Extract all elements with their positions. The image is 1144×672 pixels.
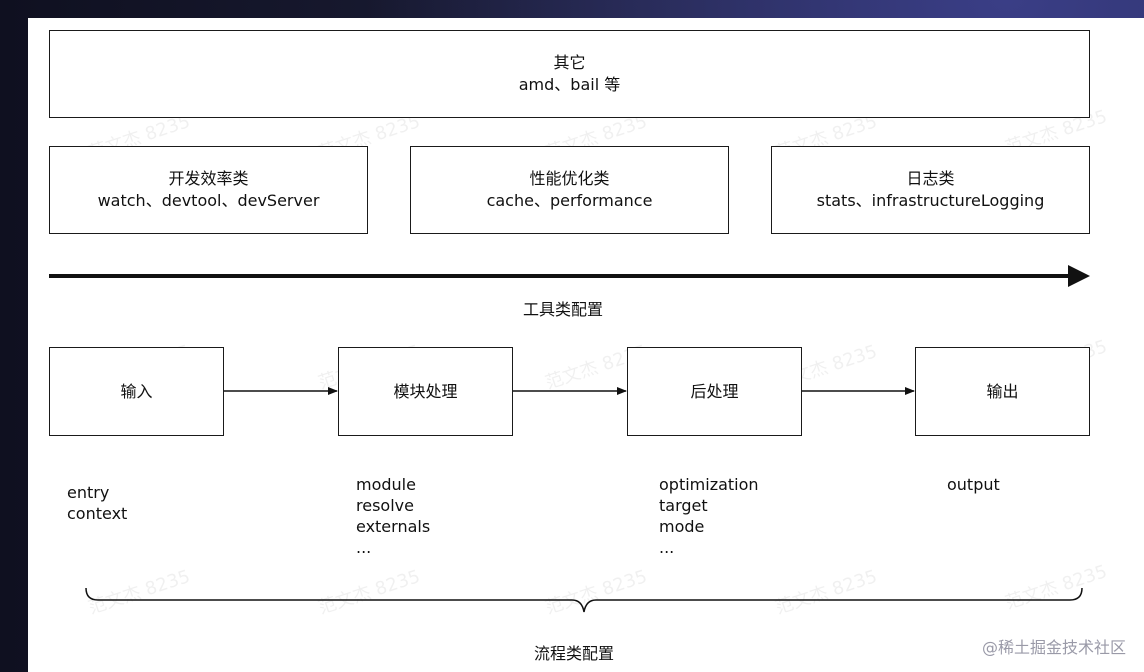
tool-timeline-arrow [49,265,1090,287]
list-item: ... [659,538,675,557]
box-subtitle: stats、infrastructureLogging [816,191,1045,210]
list-item: context [67,504,128,523]
list-item: module [356,475,416,494]
box-title: 开发效率类 [168,169,249,188]
output-config-list: output [947,474,1000,495]
list-item: resolve [356,496,414,515]
site-credit: @稀土掘金技术社区 [981,638,1126,657]
flow-box-module: 模块处理 [338,347,513,436]
list-item: entry [67,483,110,502]
list-item: externals [356,517,431,536]
list-item: output [947,475,1000,494]
box-title: 输入 [120,381,153,401]
flow-brace [85,587,1083,613]
list-item: target [659,496,708,515]
tool-config-label: 工具类配置 [523,300,604,319]
connectors [49,265,1090,613]
input-config-list: entry context [67,482,127,524]
box-title: 性能优化类 [529,169,610,188]
flow-box-post: 后处理 [627,347,802,436]
logging-box: 日志类 stats、infrastructureLogging [771,146,1090,234]
box-subtitle: amd、bail 等 [518,75,621,94]
flow-box-output: 输出 [915,347,1090,436]
box-subtitle: watch、devtool、devServer [97,191,320,210]
post-config-list: optimization target mode ... [659,474,759,558]
list-item: ... [356,538,372,557]
diagram-canvas: 范文杰 8235 范文杰 8235 范文杰 8235 范文杰 8235 范文杰 … [28,18,1144,672]
box-title: 输出 [986,381,1019,401]
list-item: mode [659,517,705,536]
list-item: optimization [659,475,759,494]
box-title: 日志类 [906,169,955,188]
box-title: 模块处理 [393,381,458,401]
box-subtitle: cache、performance [486,191,653,210]
dev-efficiency-box: 开发效率类 watch、devtool、devServer [49,146,368,234]
flow-box-input: 输入 [49,347,224,436]
module-config-list: module resolve externals ... [356,474,430,558]
other-config-box: 其它 amd、bail 等 [49,30,1090,118]
box-title: 后处理 [690,381,739,401]
flow-config-label: 流程类配置 [534,644,615,663]
performance-box: 性能优化类 cache、performance [410,146,729,234]
box-title: 其它 [553,53,586,72]
